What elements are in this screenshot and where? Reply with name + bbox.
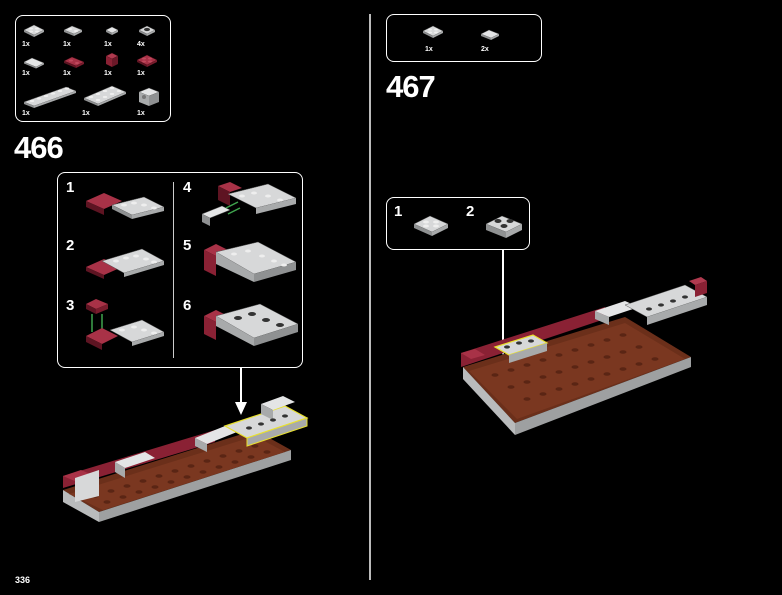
step-467-parts-list: 1x 2x: [386, 14, 542, 62]
part-qty: 1x: [63, 41, 71, 48]
substep-number: 4: [183, 179, 192, 196]
part-qty: 1x: [82, 110, 90, 117]
page-divider: [369, 14, 371, 580]
substep-1-illustration: [413, 215, 449, 236]
part-qty: 1x: [137, 110, 145, 117]
light-gray-bracket-piece: [138, 87, 160, 106]
substep-5-illustration: [204, 241, 297, 282]
page-number: 336: [15, 575, 31, 585]
light-gray-plate-1x6-piece: [23, 86, 77, 108]
dark-red-plate-1x2-piece: [63, 56, 85, 68]
dark-red-brick-1x1-piece: [105, 52, 119, 67]
substep-2-illustration: [485, 215, 523, 238]
light-gray-plate-2x4-piece: [83, 85, 127, 106]
light-gray-plate-2x2-piece: [422, 25, 444, 38]
arrow-down-icon: [235, 368, 247, 415]
substep-number: 2: [466, 203, 475, 220]
light-gray-round-plate-piece: [138, 25, 156, 36]
light-gray-tile-1x2-piece: [23, 57, 45, 69]
substep-4-illustration: [201, 182, 297, 226]
substep-number: 1: [66, 179, 75, 196]
part-qty: 1x: [425, 46, 433, 53]
step-number: 466: [14, 130, 64, 165]
substep-number: 1: [394, 203, 403, 220]
part-qty: 1x: [104, 41, 112, 48]
light-gray-tile-1x1-piece: [480, 29, 500, 40]
light-gray-plate-2x2-piece: [23, 24, 45, 37]
callout-divider: [173, 182, 174, 358]
dark-red-plate-2x2-piece: [136, 54, 158, 67]
part-qty: 1x: [63, 70, 71, 77]
part-qty: 1x: [104, 70, 112, 77]
substep-number: 3: [66, 297, 75, 314]
part-qty: 1x: [137, 70, 145, 77]
step-466-parts-list: 1x 1x 1x 4x 1x 1x 1x 1x 1x 1x: [15, 15, 171, 122]
substep-number: 5: [183, 237, 192, 254]
part-qty: 1x: [22, 110, 30, 117]
step-number: 467: [386, 69, 436, 104]
step-466-model-illustration: [63, 396, 309, 522]
substep-1-illustration: [86, 193, 165, 219]
part-qty: 4x: [137, 41, 145, 48]
light-gray-plate-1x2-piece: [63, 25, 83, 36]
part-qty: 2x: [481, 46, 489, 53]
step-467-model-illustration: [461, 277, 708, 435]
part-qty: 1x: [22, 41, 30, 48]
light-gray-tile-1x1-piece: [105, 26, 119, 35]
substep-2-illustration: [86, 248, 165, 279]
substep-6-illustration: [204, 303, 299, 346]
substep-3-illustration: [86, 299, 165, 350]
substep-number: 2: [66, 237, 75, 254]
part-qty: 1x: [22, 70, 30, 77]
substep-number: 6: [183, 297, 192, 314]
